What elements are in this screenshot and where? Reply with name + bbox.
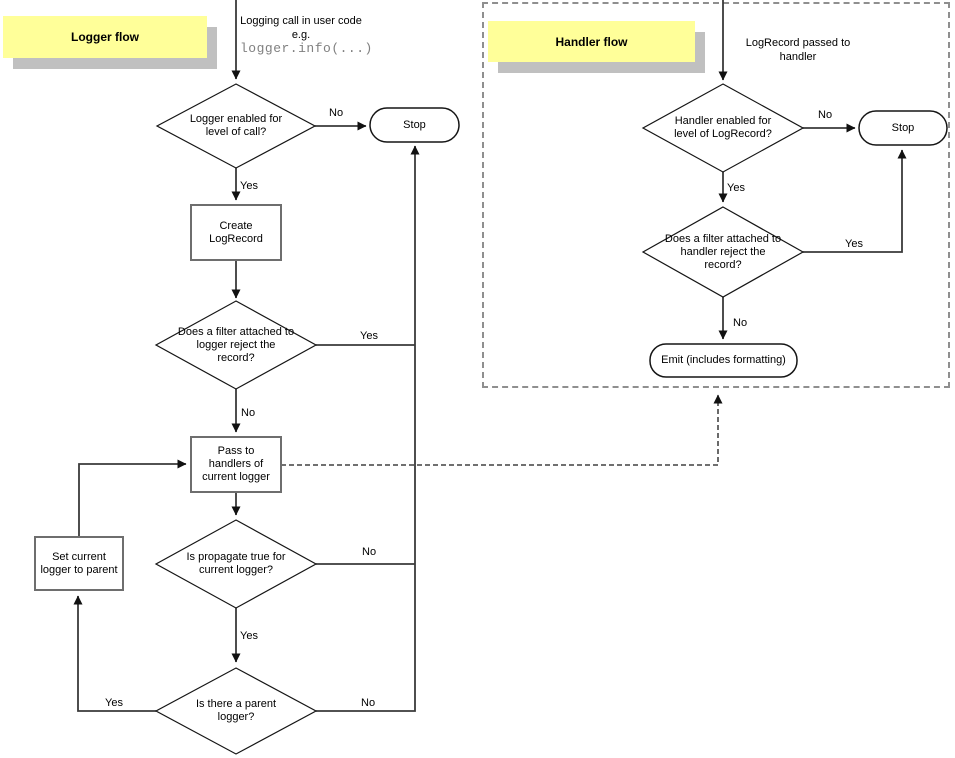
set-current-to-parent-box [34,536,124,591]
parent-check-diamond [154,667,318,755]
edge-parent-no-to-stop [316,145,420,712]
propagate-no-label: No [362,546,377,558]
edge-parent-yes [73,595,156,712]
logger-start-caption: Logging call in user code e.g. logger.in… [240,14,373,56]
logger-start-caption-eg: e.g. [291,29,311,41]
handler-flow-title-note: Handler flow [488,21,695,62]
handler-level-no-label: No [818,109,833,121]
edge-setparent-to-pass [78,459,187,537]
handler-level-yes-label: Yes [727,182,745,194]
pass-to-handlers-label: Pass to handlers of current logger [202,445,270,483]
logger-level-check-label: Logger enabled for level of call? [189,113,283,138]
handler-stop-node [858,110,948,146]
logger-filter-check-diamond [154,300,318,390]
logger-flow-title: Logger flow [71,30,139,44]
logger-filter-no-label: No [241,407,256,419]
handler-start-caption-text: LogRecord passed to handler [745,37,851,63]
handler-filter-yes-label: Yes [845,238,863,250]
propagate-check-diamond [154,519,318,609]
handler-start-caption: LogRecord passed to handler [733,36,863,64]
handler-stop-label: Stop [891,121,915,134]
parent-no-label: No [361,697,376,709]
logger-filter-yes-label: Yes [360,330,378,342]
handler-filter-check-diamond [641,206,805,298]
logger-flow-title-note: Logger flow [3,16,207,58]
edge-pass-to-handler-dashed [281,394,723,466]
handler-flow-title: Handler flow [555,34,628,49]
logger-filter-check-label: Does a filter attached to logger reject … [177,325,295,364]
set-current-to-parent-label: Set current logger to parent [40,550,118,576]
emit-label: Emit (includes formatting) [661,354,786,366]
propagate-yes-label: Yes [240,630,258,642]
emit-node [649,343,798,378]
logger-stop-label: Stop [403,118,426,131]
create-logrecord-box [190,204,282,261]
handler-level-check-diamond [641,83,805,173]
handler-level-check-label: Handler enabled for level of LogRecord? [674,115,772,140]
logger-level-no-label: No [329,107,344,119]
logger-level-yes-label: Yes [240,180,258,192]
handler-filter-no-label: No [733,317,748,329]
parent-check-label: Is there a parent logger? [195,698,277,723]
logger-level-check-diamond [155,83,317,169]
handler-filter-check-label: Does a filter attached to handler reject… [664,232,782,271]
create-logrecord-label: Create LogRecord [209,219,263,245]
parent-yes-label: Yes [105,697,123,709]
logger-start-caption-text: Logging call in user code [240,15,362,27]
logger-start-caption-code: logger.info(...) [240,41,373,56]
pass-to-handlers-box [190,436,282,493]
propagate-check-label: Is propagate true for current logger? [186,551,286,576]
edge-handler-filter-yes [803,149,907,253]
logger-stop-node [369,107,460,143]
handler-flow-frame [482,2,950,388]
